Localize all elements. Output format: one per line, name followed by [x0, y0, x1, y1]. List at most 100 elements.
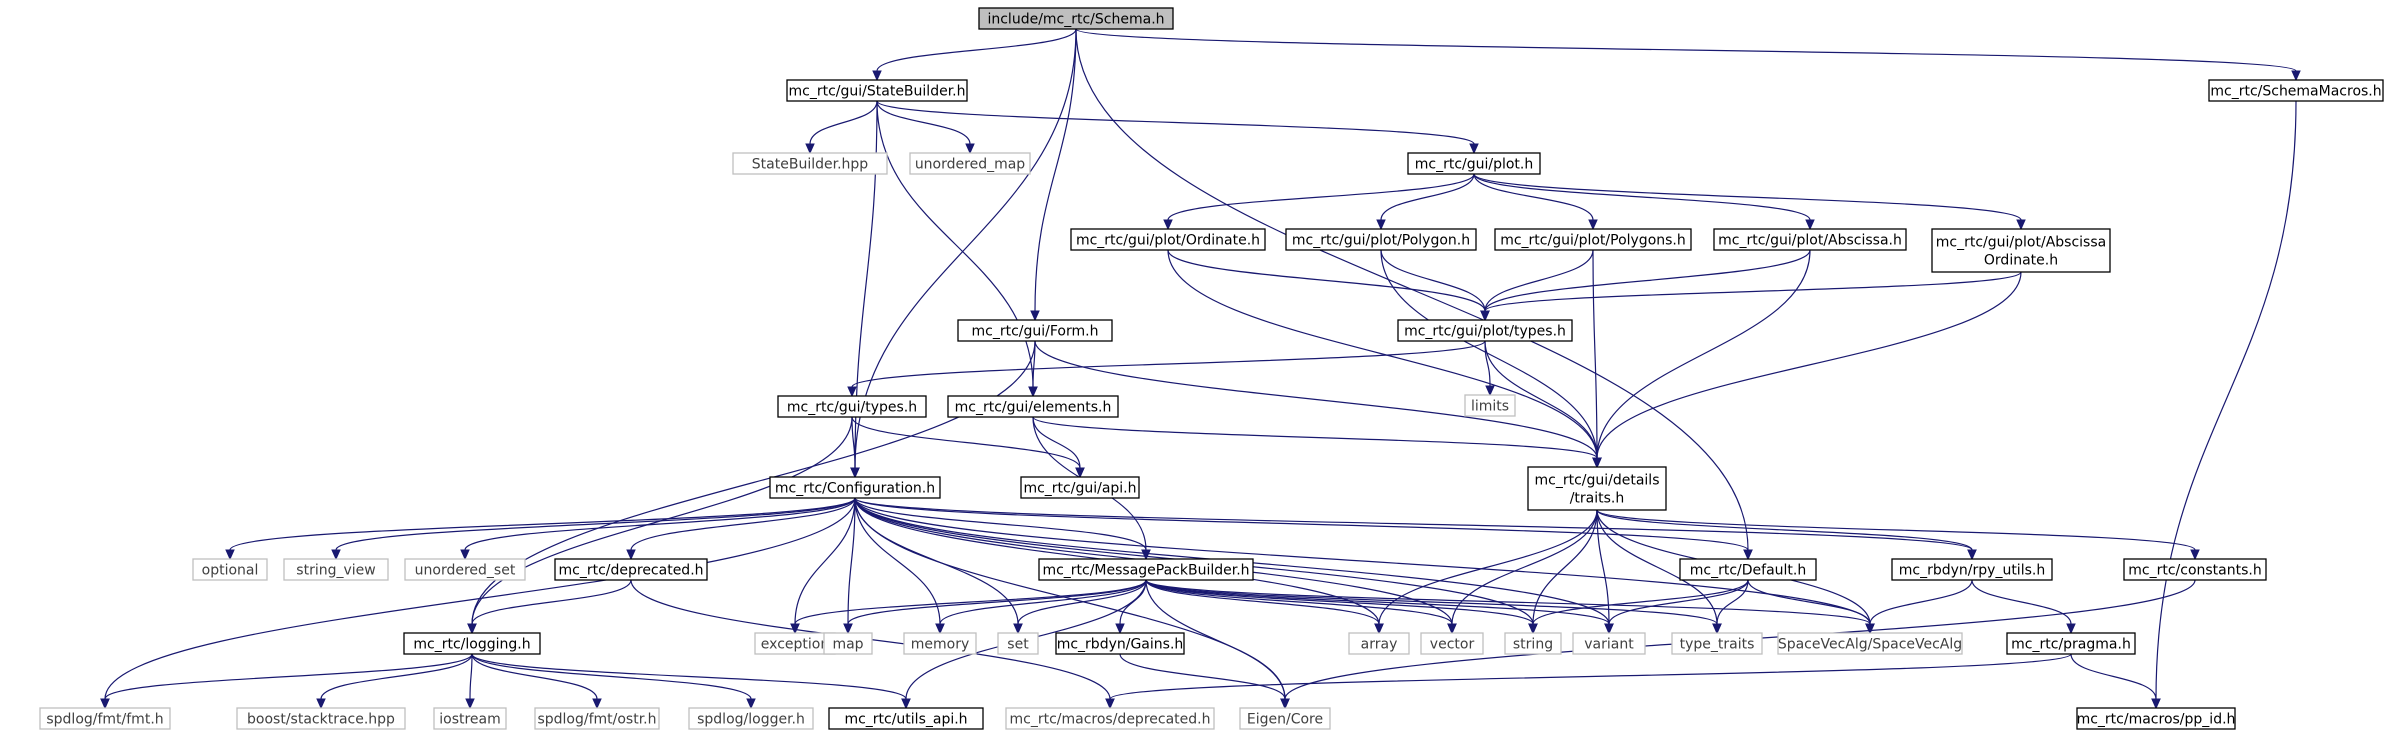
- edge-arrowhead: [2190, 549, 2200, 561]
- edge-line: [1608, 579, 1749, 625]
- edge-arrowhead: [872, 70, 882, 82]
- node-box: [2123, 558, 2267, 581]
- node-traits[interactable]: mc_rtc/gui/details/traits.h: [1527, 466, 1667, 511]
- edge-line: [464, 497, 856, 551]
- node-box: [997, 632, 1039, 655]
- node-guitypes[interactable]: mc_rtc/gui/types.h: [777, 395, 927, 418]
- edge-arrowhead: [1805, 219, 1815, 231]
- node-eigen: Eigen/Core: [1239, 707, 1331, 730]
- edge-line: [1473, 173, 2022, 221]
- edge-arrowhead: [1013, 623, 1023, 635]
- node-rpy[interactable]: mc_rbdyn/rpy_utils.h: [1891, 558, 2053, 581]
- node-label: unordered_set: [415, 563, 516, 579]
- node-label: SpaceVecAlg/SpaceVecAlg: [1778, 637, 1962, 653]
- node-pp-id[interactable]: mc_rtc/macros/pp_id.h: [2076, 707, 2236, 730]
- edge-arrowhead: [1376, 219, 1386, 231]
- node-msgpack[interactable]: mc_rtc/MessagePackBuilder.h: [1038, 558, 1254, 581]
- node-polygon[interactable]: mc_rtc/gui/plot/Polygon.h: [1285, 228, 1477, 251]
- edge-schema-to-schemamacros: [1075, 28, 2301, 82]
- edge-statebuilder-to-statebuilder_hpp: [805, 100, 878, 155]
- node-statebuilder[interactable]: mc_rtc/gui/StateBuilder.h: [786, 79, 968, 102]
- edge-schemamacros-to-pp_id: [2151, 100, 2297, 710]
- edge-arrowhead: [1105, 698, 1115, 710]
- node-label: array: [1361, 637, 1398, 653]
- edge-line: [1484, 249, 1594, 312]
- edge-polygons-to-plottypes: [1480, 249, 1594, 322]
- edge-line: [876, 100, 1475, 145]
- node-constants[interactable]: mc_rtc/constants.h: [2123, 558, 2267, 581]
- node-box: [1397, 319, 1573, 342]
- edge-arrowhead: [901, 698, 911, 710]
- edge-logging-to-ostr: [471, 653, 602, 710]
- node-default[interactable]: mc_rtc/Default.h: [1679, 558, 1817, 581]
- edge-default-to-variant: [1604, 579, 1749, 635]
- edge-line: [2070, 653, 2157, 700]
- node-box: [1713, 228, 1907, 251]
- node-deprecated[interactable]: mc_rtc/deprecated.h: [554, 558, 708, 581]
- edge-msgpack-to-vector: [1145, 579, 1457, 635]
- node-unordered-set: unordered_set: [404, 558, 526, 581]
- edge-configuration-to-rpy: [854, 497, 1977, 561]
- node-label: mc_rtc/utils_api.h: [844, 712, 967, 728]
- node-schema[interactable]: include/mc_rtc/Schema.h: [978, 7, 1174, 30]
- node-label: memory: [911, 637, 970, 653]
- edge-line: [104, 653, 473, 700]
- node-box: [1055, 632, 1185, 655]
- edge-line: [471, 579, 632, 625]
- edge-line: [1484, 249, 1811, 312]
- edge-configuration-to-default: [854, 497, 1753, 561]
- node-label: mc_rtc/gui/types.h: [787, 400, 917, 416]
- node-logging[interactable]: mc_rtc/logging.h: [403, 632, 541, 655]
- edge-line: [1145, 579, 1534, 625]
- node-form[interactable]: mc_rtc/gui/Form.h: [957, 319, 1113, 342]
- edge-line: [851, 416, 856, 469]
- edge-plottypes-to-guitypes: [847, 340, 1486, 398]
- edge-rpy-to-spacevecalg: [1865, 579, 1973, 635]
- edge-line: [1145, 579, 1718, 625]
- edge-ordinate-to-plottypes: [1167, 249, 1490, 322]
- node-label: spdlog/logger.h: [697, 712, 805, 728]
- node-box: [1572, 632, 1646, 655]
- node-utils-api[interactable]: mc_rtc/utils_api.h: [828, 707, 984, 730]
- node-schemamacros[interactable]: mc_rtc/SchemaMacros.h: [2208, 79, 2384, 102]
- edge-line: [320, 653, 473, 700]
- edge-statebuilder-to-elements: [876, 100, 1038, 398]
- node-box: [1239, 707, 1331, 730]
- node-abscissa[interactable]: mc_rtc/gui/plot/Abscissa.h: [1713, 228, 1907, 251]
- edge-traits-to-constants: [1596, 509, 2200, 561]
- node-label: mc_rtc/Configuration.h: [775, 481, 935, 497]
- node-polygons[interactable]: mc_rtc/gui/plot/Polygons.h: [1494, 228, 1692, 251]
- node-plottypes[interactable]: mc_rtc/gui/plot/types.h: [1397, 319, 1573, 342]
- edge-absord-to-traits: [1592, 271, 2022, 469]
- edge-schema-to-form: [1030, 28, 1077, 322]
- node-api[interactable]: mc_rtc/gui/api.h: [1020, 476, 1140, 499]
- node-box: [828, 707, 984, 730]
- node-gains[interactable]: mc_rbdyn/Gains.h: [1055, 632, 1185, 655]
- edge-arrowhead: [965, 143, 975, 155]
- node-iostream: iostream: [433, 707, 507, 730]
- edge-elements-to-traits: [1032, 416, 1602, 469]
- node-label: map: [832, 637, 863, 653]
- node-label: spdlog/fmt/fmt.h: [46, 712, 163, 728]
- edge-arrowhead: [1030, 310, 1040, 322]
- node-label: mc_rtc/gui/plot/types.h: [1404, 324, 1566, 340]
- node-unordered-map: unordered_map: [909, 152, 1031, 175]
- node-label: mc_rtc/gui/api.h: [1023, 481, 1136, 497]
- node-plot[interactable]: mc_rtc/gui/plot.h: [1407, 152, 1541, 175]
- node-ordinate[interactable]: mc_rtc/gui/plot/Ordinate.h: [1070, 228, 1266, 251]
- edge-line: [1473, 173, 1594, 221]
- edge-msgpack-to-set: [1013, 579, 1147, 635]
- node-configuration[interactable]: mc_rtc/Configuration.h: [769, 476, 941, 499]
- node-box: [1407, 152, 1541, 175]
- node-pragma[interactable]: mc_rtc/pragma.h: [2006, 632, 2136, 655]
- edge-line: [469, 653, 473, 700]
- node-elements[interactable]: mc_rtc/gui/elements.h: [947, 395, 1119, 418]
- edge-configuration-to-string_view: [331, 497, 856, 561]
- edge-polygons-to-traits: [1592, 249, 1602, 469]
- node-fmt: spdlog/fmt/fmt.h: [39, 707, 171, 730]
- edge-plot-to-ordinate: [1163, 173, 1475, 231]
- node-label: mc_rtc/logging.h: [413, 637, 530, 653]
- node-exception: exception: [754, 632, 836, 655]
